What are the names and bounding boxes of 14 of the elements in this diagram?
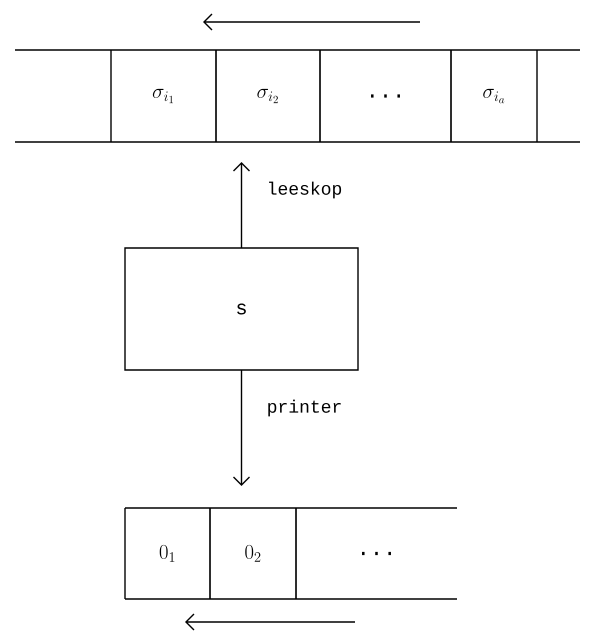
arrow [233,162,250,248]
tape-cell: $\sigma_{i_a}$ [483,50,538,142]
tape-cell: ... [371,50,452,142]
tape [15,49,580,143]
tape [125,507,457,600]
state-box: s [124,247,359,371]
tape-cell: $0_2$ [245,508,297,599]
tape-cell: $\sigma_{i_1}$ [110,50,217,142]
arrow [233,370,250,486]
tape-cell: $\sigma_{i_2}$ [257,50,321,142]
edge-label: leeskop [269,182,342,198]
tape-cell: $0_1$ [124,508,211,599]
edge-label: printer [268,400,341,416]
tape-cell: ... [362,552,391,556]
